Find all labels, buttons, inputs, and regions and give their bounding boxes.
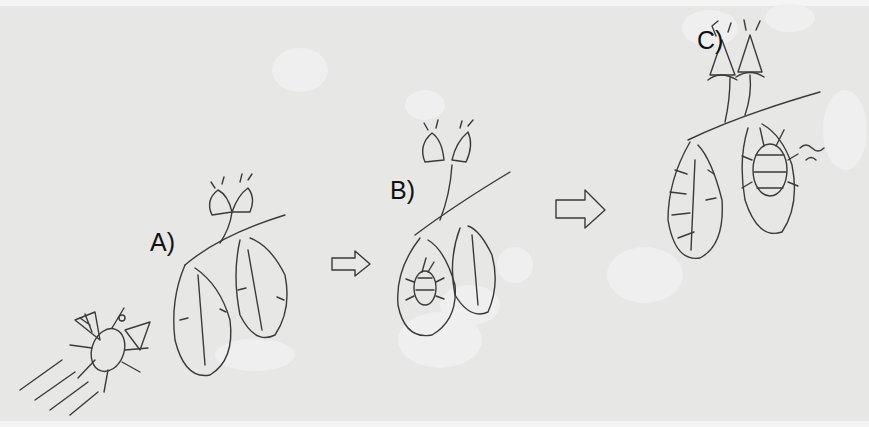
flying-insect [20,308,150,415]
plant-stage-c [668,20,824,258]
stage-label: C) [697,28,723,53]
plant-stage-a [174,174,287,376]
stage-arrow [556,190,605,228]
stage-label: A) [150,230,175,255]
stage-label: B) [390,178,415,203]
erased-blobs [215,4,867,371]
stage-arrow [332,251,370,276]
plant-stage-b [398,120,510,336]
